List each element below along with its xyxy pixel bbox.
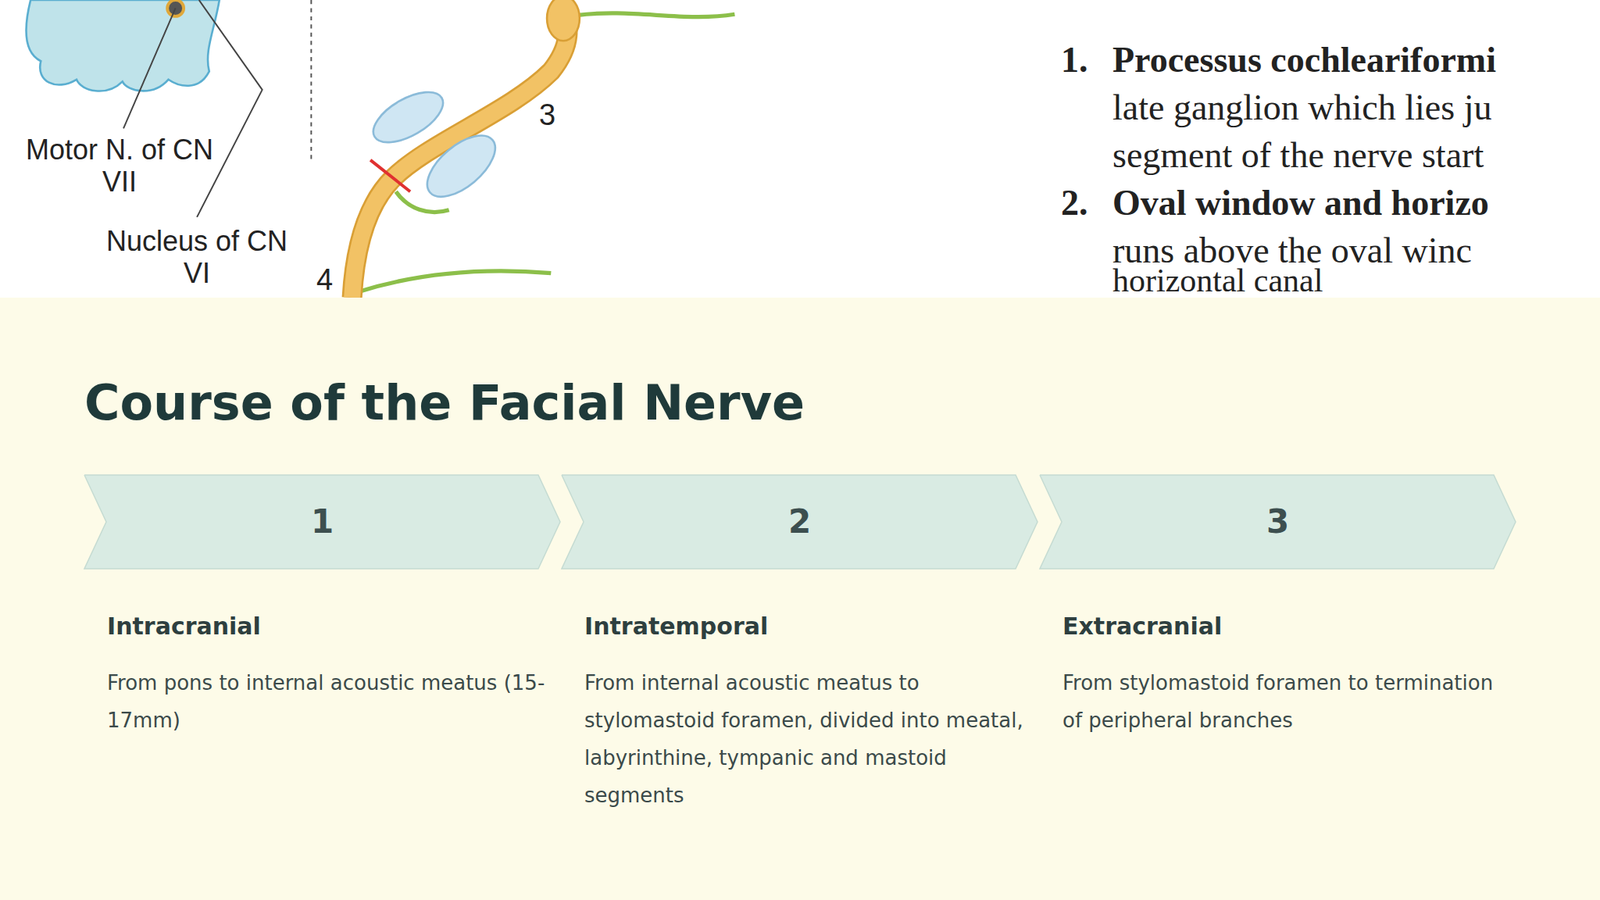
- chevron-outline: [1039, 475, 1516, 569]
- step-number: 3: [1039, 474, 1517, 570]
- list-number: 2.: [1060, 178, 1089, 227]
- list-text: late ganglion which lies ju: [1112, 83, 1492, 132]
- callout-number: 3: [539, 97, 556, 133]
- step-heading: Intratemporal: [584, 609, 1022, 644]
- canal-oval: [417, 124, 507, 208]
- part-label: Motor N. of CN VII: [17, 133, 222, 198]
- step-number: 1: [83, 474, 561, 570]
- facial-nerve: [352, 0, 568, 298]
- canal-oval: [365, 82, 451, 153]
- step-chevron: 1IntracranialFrom pons to internal acous…: [83, 474, 561, 787]
- part-label: Nucleus of CN VI: [95, 225, 299, 290]
- nerve-branch: [359, 271, 552, 292]
- title: Course of the Facial Nerve: [84, 373, 805, 433]
- chevron-outline: [561, 475, 1038, 569]
- lesion-mark: [370, 160, 411, 192]
- brainstem-shape: [25, 0, 219, 92]
- step-chevron: 3ExtracranialFrom stylomastoid foramen t…: [1039, 474, 1517, 787]
- leader-line: [196, 0, 263, 218]
- list-heading: Oval window and horizo: [1112, 178, 1490, 227]
- list-number: 1.: [1060, 35, 1089, 84]
- list-heading: Processus cochleariformi: [1112, 35, 1497, 84]
- dashed-line: [310, 0, 312, 164]
- step-heading: Intracranial: [107, 609, 545, 644]
- callout-number: 4: [316, 262, 333, 297]
- step-body: From stylomastoid foramen to termination…: [1062, 664, 1504, 740]
- geniculate-ganglion: [546, 0, 580, 41]
- facial-nerve: [352, 0, 568, 298]
- step-heading: Extracranial: [1062, 609, 1500, 644]
- nerve-branch: [576, 13, 735, 18]
- list-text: segment of the nerve start: [1112, 131, 1484, 179]
- chevron-outline: [84, 475, 561, 569]
- step-number: 2: [560, 474, 1039, 570]
- leader-line: [123, 7, 176, 129]
- step-body: From internal acoustic meatus to styloma…: [584, 664, 1026, 815]
- list-text: horizontal canal: [1112, 264, 1323, 297]
- step-chevron: 2IntratemporalFrom internal acoustic mea…: [560, 474, 1039, 787]
- step-body: From pons to internal acoustic meatus (1…: [107, 664, 549, 740]
